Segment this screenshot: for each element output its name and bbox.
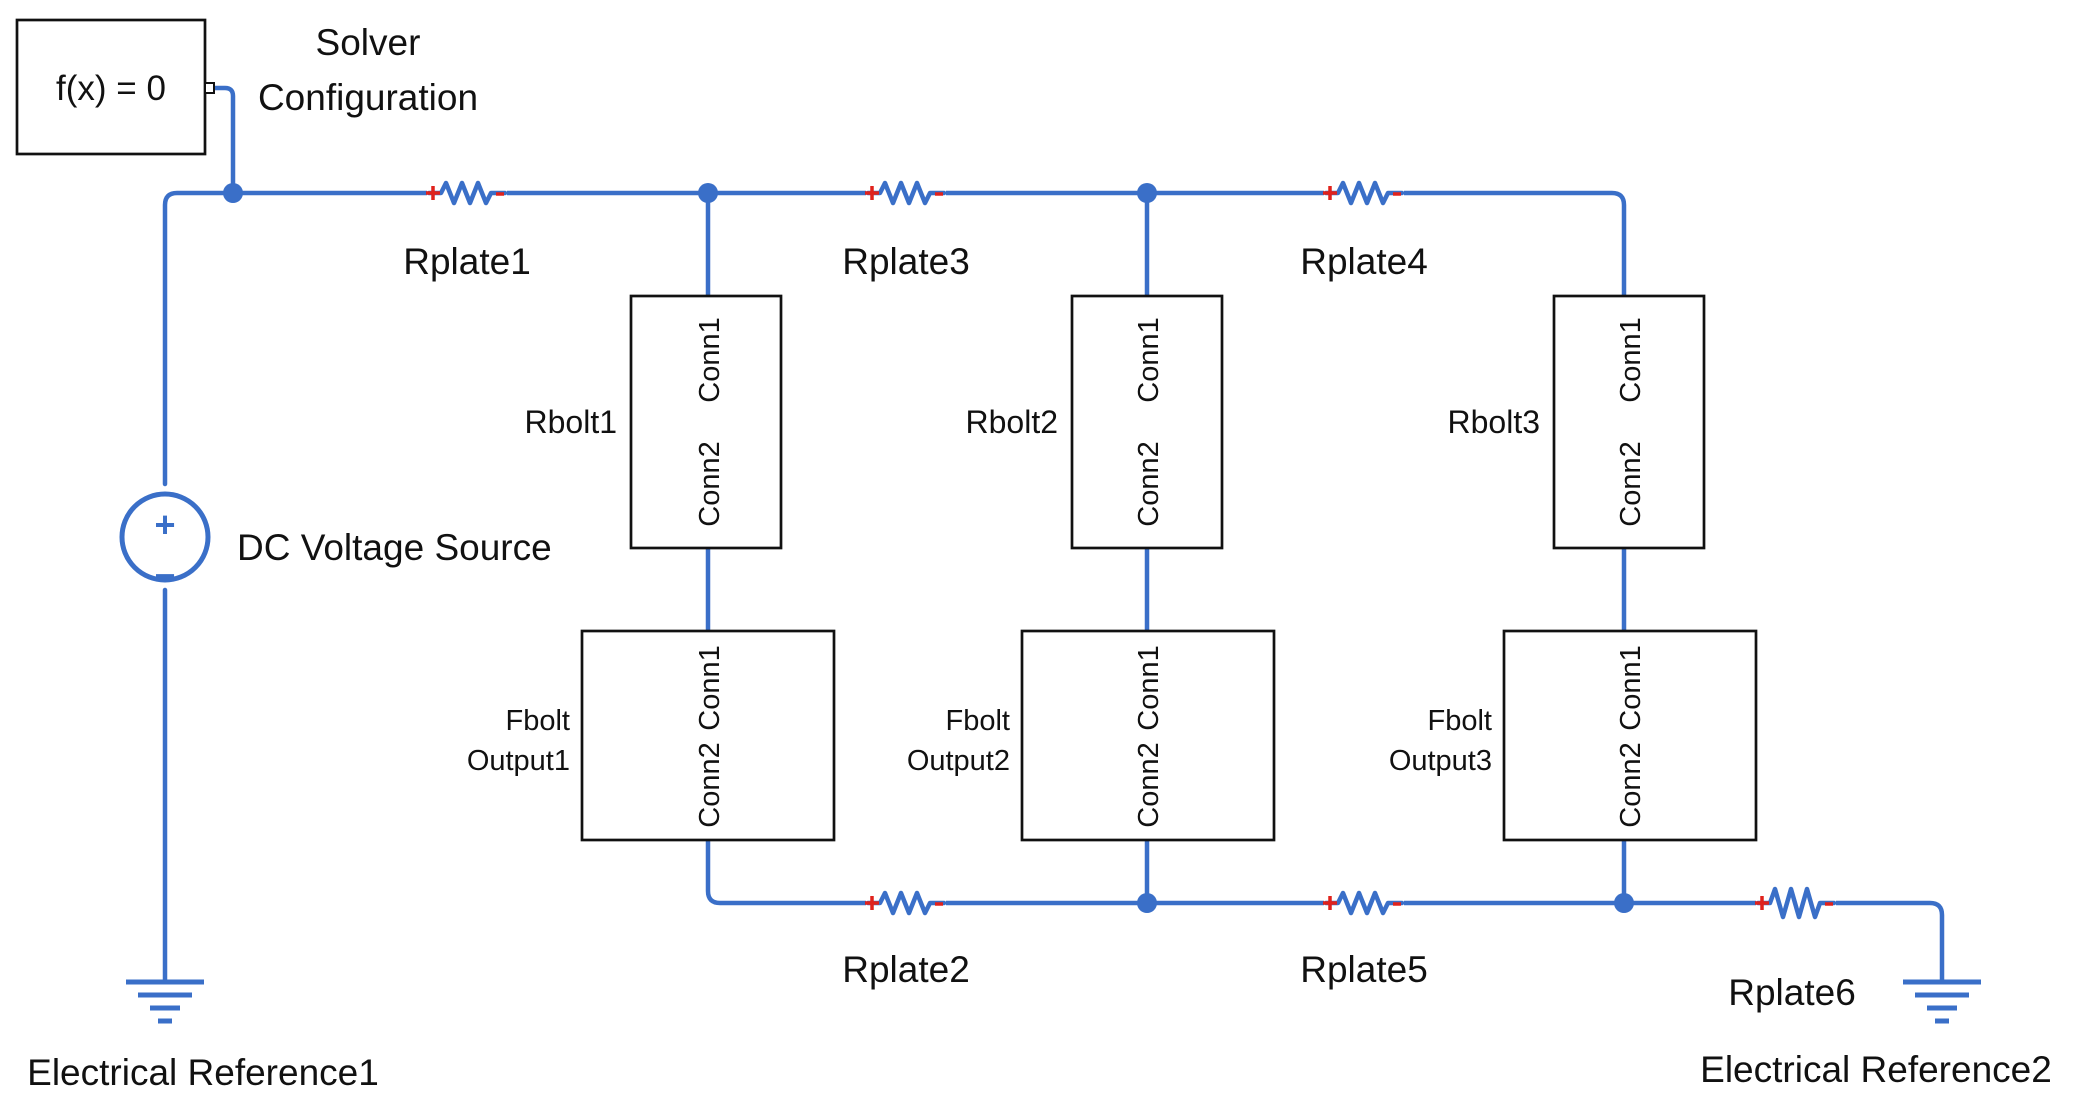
resistor-rplate2[interactable] [865,887,947,919]
rbolt1-box[interactable] [629,294,783,550]
positive-terminal-icon [1755,896,1769,910]
resistor-icon[interactable] [865,890,947,916]
junction-dot [1614,893,1634,913]
fbolt-output3-label-line1: Fbolt [1428,705,1492,737]
electrical-reference1[interactable] [126,979,204,1024]
junction-dot [223,183,243,203]
fbolt-output1-block[interactable]: Conn1 Conn2 [580,629,836,842]
port-conn2-label: Conn2 [1615,441,1647,526]
positive-terminal-icon [1323,896,1337,910]
rbolt2-block[interactable]: Conn1 Conn2 [1070,294,1224,550]
port-conn1-label: Conn1 [1133,317,1165,402]
rbolt1-block[interactable]: Conn1 Conn2 [629,294,783,550]
positive-terminal-icon [1323,186,1337,200]
rbolt2-box[interactable] [1070,294,1224,550]
fbolt-output2-block[interactable]: Conn1 Conn2 [1020,629,1276,842]
port-conn1-label: Conn1 [694,645,726,730]
rplate5-label: Rplate5 [1300,949,1428,990]
rplate4-label: Rplate4 [1300,241,1428,282]
junction-dot [698,183,718,203]
solver-label-line1: Solver [316,22,421,63]
port-conn1-label: Conn1 [694,317,726,402]
positive-terminal-icon [426,186,440,200]
electrical-reference2[interactable] [1903,979,1981,1024]
resistor-icon[interactable] [1755,886,1837,920]
resistor-rplate4[interactable] [1323,177,1405,209]
port-conn1-label: Conn1 [1615,317,1647,402]
rbolt3-box[interactable] [1552,294,1706,550]
fbolt-output1-box[interactable] [580,629,836,842]
fbolt-output2-label-line2: Output2 [907,745,1010,777]
fbolt-output3-label-line2: Output3 [1389,745,1492,777]
solver-connection-wire [208,85,236,196]
junction-dot [1137,183,1157,203]
port-conn2-label: Conn2 [1133,441,1165,526]
solver-port-icon [204,82,215,94]
resistor-icon[interactable] [865,180,947,206]
positive-terminal-icon [865,186,879,200]
solver-block-text: f(x) = 0 [56,69,166,108]
junction-dot [1137,893,1157,913]
resistor-icon[interactable] [426,180,508,206]
voltage-source-icon[interactable] [119,491,211,583]
positive-terminal-icon [865,896,879,910]
solver-label-line2: Configuration [258,77,478,118]
resistor-rplate3[interactable] [865,177,947,209]
rplate2-label: Rplate2 [842,949,970,990]
fbolt-output2-label-line1: Fbolt [946,705,1010,737]
port-conn1-label: Conn1 [1615,645,1647,730]
fbolt-output2-box[interactable] [1020,629,1276,842]
port-conn2-label: Conn2 [1615,742,1647,827]
electrical-reference1-label: Electrical Reference1 [27,1052,379,1093]
fbolt-output1-label-line1: Fbolt [506,705,570,737]
fbolt-output3-block[interactable]: Conn1 Conn2 [1502,629,1758,842]
fbolt-output3-box[interactable] [1502,629,1758,842]
resistor-rplate1[interactable] [426,177,508,209]
rplate1-label: Rplate1 [403,241,531,282]
resistor-rplate5[interactable] [1323,887,1405,919]
rbolt3-label: Rbolt3 [1448,404,1541,440]
solver-configuration-block[interactable]: f(x) = 0 [15,18,215,156]
source-minus-sign: − [154,555,175,596]
dc-voltage-source-label: DC Voltage Source [237,527,552,568]
source-plus-sign: + [154,504,175,545]
electrical-reference2-label: Electrical Reference2 [1700,1049,2052,1090]
port-conn1-label: Conn1 [1133,645,1165,730]
port-conn2-label: Conn2 [694,441,726,526]
resistor-icon[interactable] [1323,890,1405,916]
port-conn2-label: Conn2 [694,742,726,827]
dc-voltage-source[interactable]: + − [119,491,211,596]
top-rail-wire [162,190,1627,487]
rbolt1-label: Rbolt1 [525,404,618,440]
rbolt3-block[interactable]: Conn1 Conn2 [1552,294,1706,550]
ground-icon[interactable] [1903,979,1981,1024]
resistor-rplate6[interactable] [1755,883,1837,923]
resistor-icon[interactable] [1323,180,1405,206]
port-conn2-label: Conn2 [1133,742,1165,827]
rplate3-label: Rplate3 [842,241,970,282]
junction-dots [223,183,1634,913]
rbolt2-label: Rbolt2 [966,404,1059,440]
ground-icon[interactable] [126,979,204,1024]
fbolt-output1-label-line2: Output1 [467,745,570,777]
rplate6-label: Rplate6 [1728,972,1856,1013]
